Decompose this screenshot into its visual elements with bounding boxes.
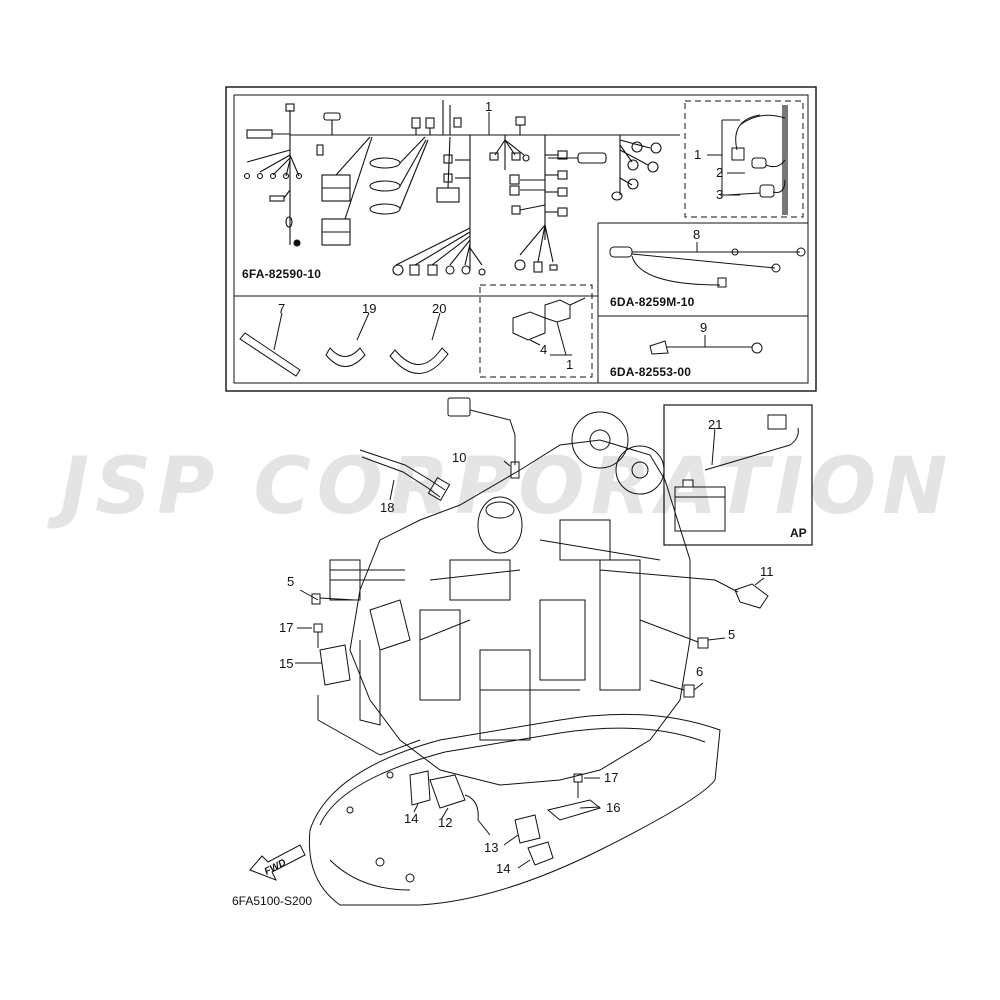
callout-1-inset: 1 (694, 147, 702, 162)
callout-11: 11 (760, 564, 774, 579)
harness-8 (609, 242, 806, 288)
callout-9: 9 (700, 320, 708, 335)
callout-2-inset: 2 (716, 165, 724, 180)
callout-1-relay: 1 (566, 357, 574, 372)
harness-9 (649, 335, 763, 355)
callout-3-inset: 3 (716, 187, 724, 202)
bolt-6 (649, 679, 704, 698)
callout-15: 15 (279, 656, 294, 671)
accessory-box (663, 404, 813, 546)
accessory-parts (674, 414, 799, 532)
callout-19: 19 (362, 301, 377, 316)
callout-17-right: 17 (604, 770, 619, 785)
code-main-harness: 6FA-82590-10 (242, 267, 322, 281)
callout-8: 8 (693, 227, 701, 242)
ap-label: AP (790, 526, 807, 540)
bolt-17-left (297, 623, 323, 648)
callout-12: 12 (438, 815, 453, 830)
cable-tie-7 (239, 312, 301, 377)
callout-10: 10 (452, 450, 467, 465)
bottom-cowling (308, 713, 721, 906)
grommet-14-left (409, 770, 431, 813)
clamp-19 (325, 312, 370, 367)
sensor-10 (447, 397, 520, 479)
switch-12 (429, 774, 491, 836)
relay-4 (512, 297, 586, 356)
callout-20: 20 (432, 301, 447, 316)
callout-1-top: 1 (485, 99, 493, 114)
callout-5-right: 5 (728, 627, 736, 642)
relay-inset (479, 284, 593, 378)
callout-6: 6 (696, 664, 704, 679)
callout-14-left: 14 (404, 811, 419, 826)
callout-14-right: 14 (496, 861, 511, 876)
callout-21: 21 (708, 417, 723, 432)
bracket-15 (295, 644, 421, 756)
harness-frame (225, 86, 817, 392)
diagram-code: 6FA5100-S200 (232, 894, 313, 908)
callout-18: 18 (380, 500, 395, 515)
code-harness-9: 6DA-82553-00 (610, 365, 692, 379)
callout-5-left: 5 (287, 574, 295, 589)
switch-13 (503, 814, 541, 846)
clamp-20 (389, 312, 449, 374)
callout-7: 7 (278, 301, 286, 316)
bolt-5-left (299, 589, 356, 605)
main-harness (243, 100, 680, 276)
connector-inset (684, 100, 804, 218)
switch-11 (599, 569, 769, 609)
bolt-17-right (573, 773, 600, 798)
bolt-5-right (639, 619, 726, 649)
bracket-16 (546, 799, 602, 821)
callout-4: 4 (540, 342, 548, 357)
harness-inner-frame (233, 94, 809, 384)
inset-connectors (707, 105, 788, 215)
callout-17-left: 17 (279, 620, 294, 635)
grommet-14-right (517, 841, 554, 869)
callout-13: 13 (484, 840, 499, 855)
callout-16: 16 (606, 800, 621, 815)
cable-18 (359, 449, 451, 501)
fwd-arrow (249, 844, 306, 881)
code-harness-8: 6DA-8259M-10 (610, 295, 695, 309)
engine-block (329, 411, 691, 786)
watermark: JSP CORPORATION (60, 442, 954, 532)
